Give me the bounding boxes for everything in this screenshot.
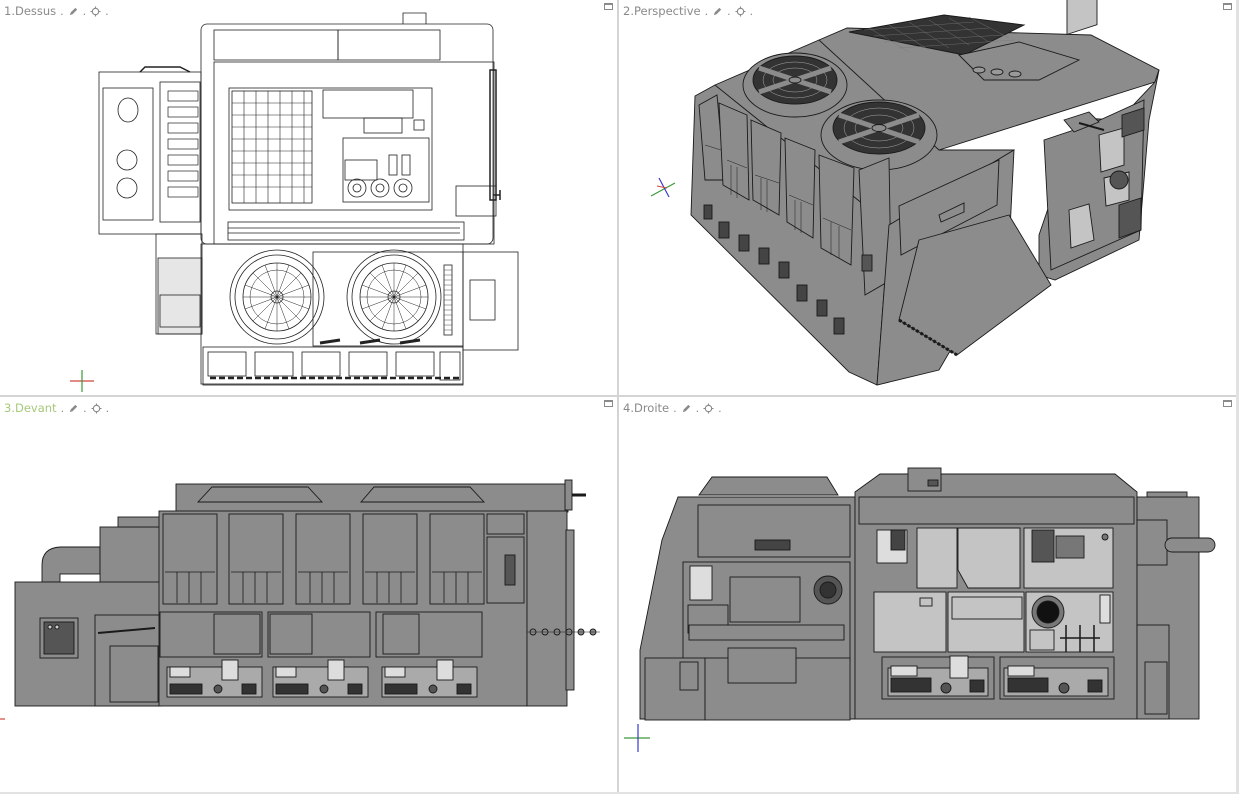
maximize-viewport-icon[interactable] [1223,400,1232,407]
pencil-icon[interactable] [681,403,692,414]
viewport-perspective[interactable]: 2.Perspective . . . [619,0,1236,395]
viewport-border-bottom [0,792,1239,794]
axis-gizmo [70,370,94,392]
pencil-icon[interactable] [68,6,79,17]
perspective-shaded-model[interactable] [619,0,1236,395]
menu-separator: . [105,4,109,18]
viewport-border-right [1236,0,1239,794]
viewport-label: 3.Devant . . . [4,401,110,415]
viewport-right[interactable]: 4.Droite . . . [619,397,1236,792]
menu-separator: . [727,4,731,18]
menu-separator: . [105,401,110,415]
viewport-title[interactable]: 3.Devant [4,401,57,415]
menu-separator: . [718,401,722,415]
crosshair-target-icon[interactable] [91,402,102,414]
menu-separator: . [673,401,677,415]
axis-gizmo [650,177,676,198]
viewport-label: 4.Droite . . . [623,401,723,415]
pencil-icon[interactable] [68,403,79,414]
maximize-viewport-icon[interactable] [604,400,613,407]
viewport-title[interactable]: 4.Droite [623,401,670,415]
axis-gizmo [624,724,650,752]
front-view-shaded-model[interactable] [0,397,617,792]
viewport-divider-vertical[interactable] [617,0,619,794]
viewport-title[interactable]: 1.Dessus [4,4,57,18]
right-view-shaded-model[interactable] [619,397,1236,792]
pencil-icon[interactable] [712,6,723,17]
viewport-front[interactable]: 3.Devant . . . [0,397,617,792]
crosshair-target-icon[interactable] [703,402,714,414]
menu-separator: . [83,401,87,415]
menu-separator: . [60,4,64,18]
viewport-title[interactable]: 2.Perspective [623,4,701,18]
maximize-viewport-icon[interactable] [1223,3,1232,10]
viewport-top[interactable]: 1.Dessus . . . [0,0,617,395]
crosshair-target-icon[interactable] [90,5,101,17]
menu-separator: . [704,4,709,18]
viewport-divider-horizontal[interactable] [0,395,1239,397]
menu-separator: . [695,401,700,415]
top-view-wireframe-model[interactable] [0,0,617,395]
menu-separator: . [749,4,754,18]
viewport-label: 2.Perspective . . . [623,4,754,18]
viewport-label: 1.Dessus . . . [4,4,110,18]
menu-separator: . [82,4,87,18]
maximize-viewport-icon[interactable] [604,3,613,10]
axis-gizmo [0,718,5,720]
menu-separator: . [60,401,65,415]
crosshair-target-icon[interactable] [735,5,746,17]
